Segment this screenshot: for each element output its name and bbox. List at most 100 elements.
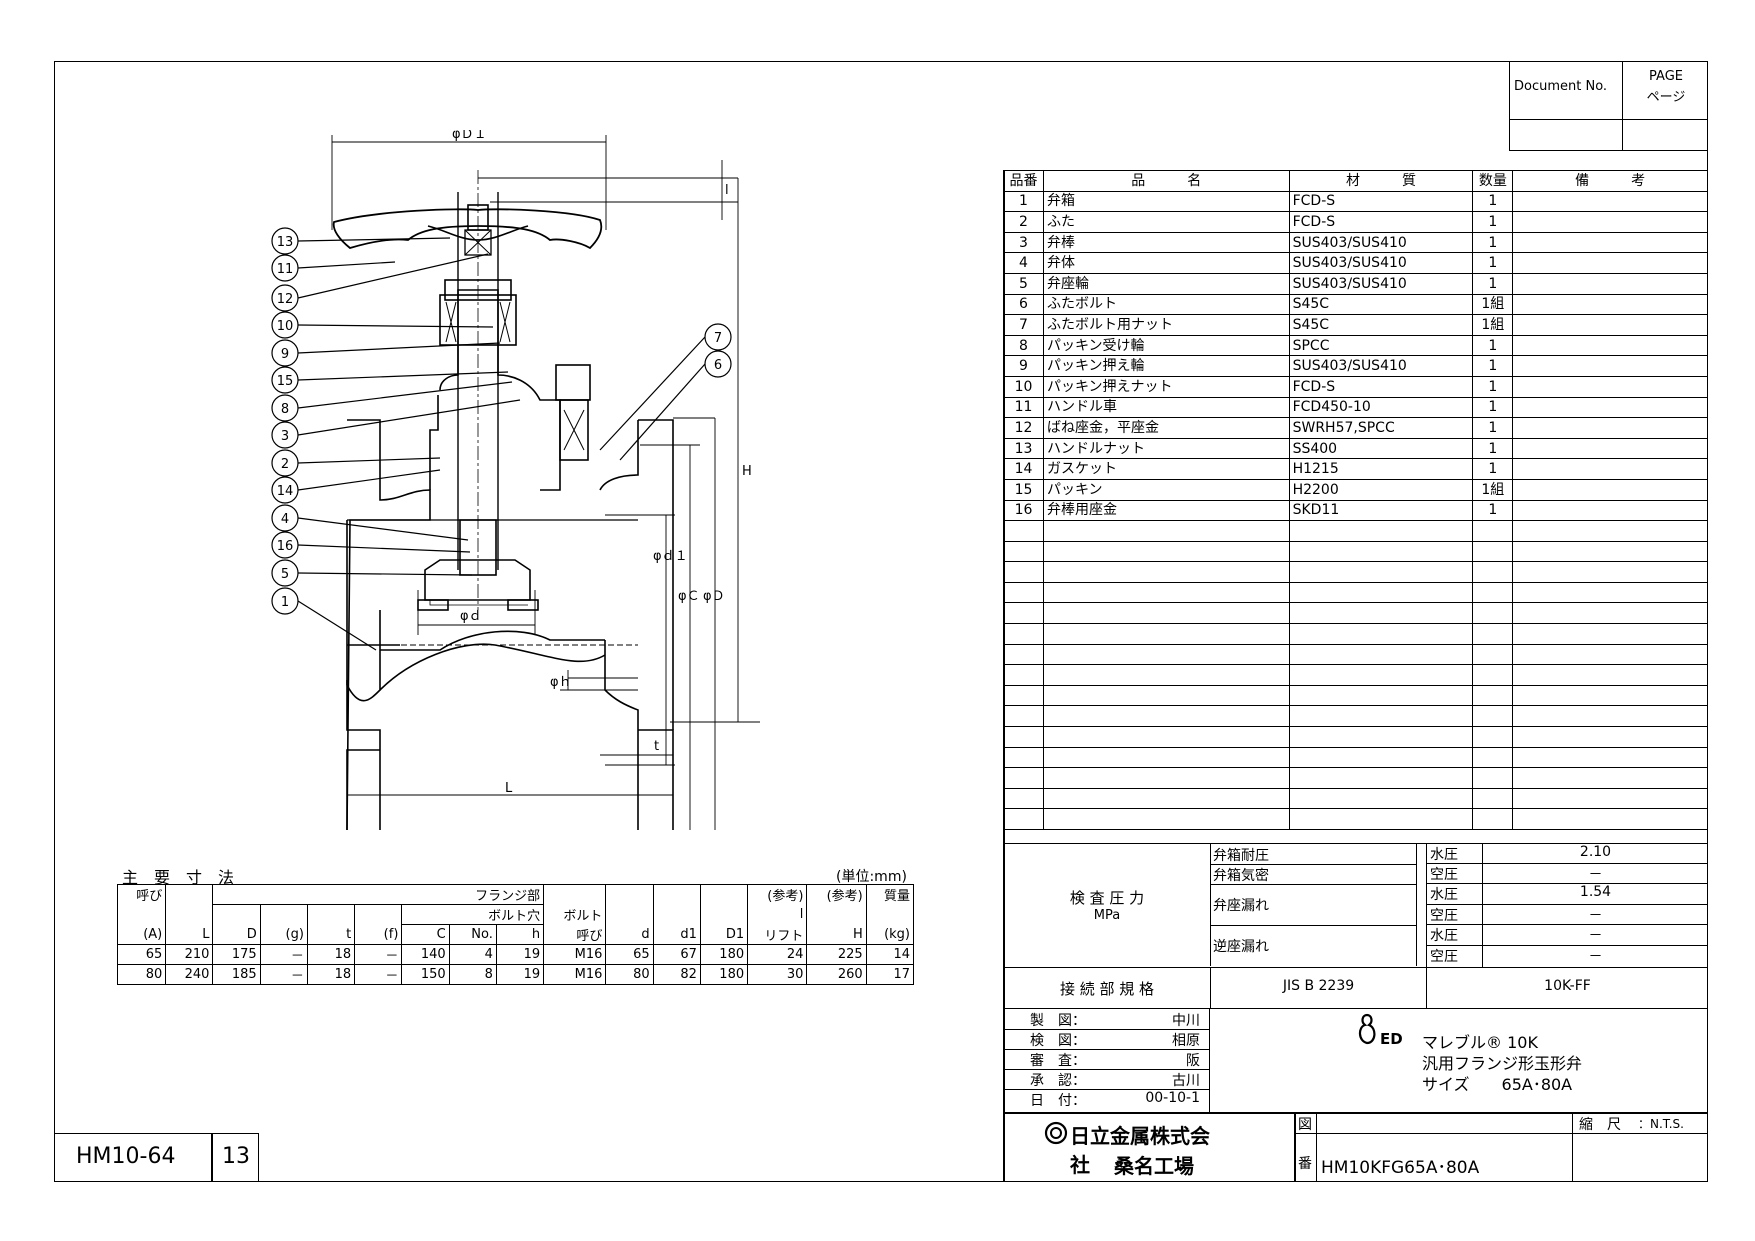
parts-header-row: 品番 品 名 材 質 数量 備 考: [1003, 170, 1708, 192]
parts-row: [1003, 581, 1708, 604]
approval-value: 00-10-1: [1145, 1090, 1200, 1106]
parts-cell-no: [1003, 787, 1044, 810]
balloon-leader: [297, 371, 509, 381]
parts-cell-no: [1003, 705, 1044, 728]
parts-cell-qty: [1472, 520, 1514, 542]
parts-cell-name: ガスケット: [1042, 458, 1290, 480]
valve-section-drawing: φＤ１ l H φｄ φｄ１ φＣ φＤ φｈ t L: [331, 130, 760, 830]
body-left-flange-outline: [346, 419, 431, 830]
parts-cell-qty: [1472, 726, 1514, 748]
parts-cell-note: [1512, 726, 1708, 748]
parts-cell-note: [1512, 643, 1708, 666]
label-phiD: φＤ: [703, 589, 725, 604]
approval-label: 検 図：: [1030, 1033, 1086, 1049]
parts-cell-material: H2200: [1288, 478, 1474, 501]
parts-cell-no: [1003, 746, 1044, 769]
balloon-circle: [271, 366, 299, 394]
parts-cell-no: [1003, 643, 1044, 666]
water-label-3: 水圧: [1430, 928, 1458, 944]
parts-cell-material: FCD450-10: [1288, 396, 1474, 419]
parts-cell-name: 弁体: [1042, 252, 1290, 274]
parts-cell-qty: 1: [1472, 252, 1514, 274]
balloon-leader: [297, 600, 377, 651]
parts-cell-qty: [1472, 787, 1514, 810]
balloon-number: 11: [277, 262, 294, 277]
dims-cell: 175: [212, 944, 261, 965]
parts-cell-no: 9: [1003, 355, 1044, 377]
balloon-circle: [271, 339, 299, 367]
product-block: ED マレブル® 10K 汎用フランジ形玉形弁 サイズ 65A･80A: [1210, 1009, 1708, 1112]
parts-cell-material: H1215: [1288, 458, 1474, 480]
label-L: L: [505, 781, 513, 796]
parts-row: [1003, 643, 1708, 666]
dims-cell: 150: [401, 964, 450, 985]
parts-row: [1003, 746, 1708, 769]
parts-cell-qty: [1472, 664, 1514, 686]
parts-cell-material: SS400: [1288, 437, 1474, 460]
balloon-circle: [704, 350, 732, 378]
back-seat-leak-label: 逆座漏れ: [1213, 939, 1269, 955]
parts-cell-material: [1288, 787, 1474, 810]
parts-cell-material: [1288, 540, 1474, 563]
scale-value: ：N.T.S.: [1638, 1117, 1684, 1131]
parts-cell-no: 14: [1003, 458, 1044, 480]
company-mark-icon: [1044, 1121, 1068, 1145]
parts-cell-no: [1003, 623, 1044, 645]
document-number-box: Document No. PAGE ページ: [1509, 61, 1708, 151]
dims-cell: －: [354, 964, 403, 985]
parts-cell-qty: [1472, 643, 1514, 666]
parts-cell-material: [1288, 767, 1474, 789]
air-label-3: 空圧: [1430, 949, 1458, 965]
parts-cell-material: [1288, 705, 1474, 728]
approval-value: 古川: [1172, 1073, 1200, 1089]
parts-cell-no: 10: [1003, 375, 1044, 398]
dims-unit: (単位:mm): [836, 869, 907, 885]
parts-cell-note: [1512, 293, 1708, 316]
parts-cell-name: [1042, 746, 1290, 769]
header-material: 材 質: [1288, 170, 1474, 192]
balloon-number: 16: [277, 539, 294, 554]
parts-cell-no: 8: [1003, 334, 1044, 357]
company-plant: 桑名工場: [1114, 1154, 1194, 1178]
parts-cell-qty: [1472, 746, 1514, 769]
dims-h-mass: 質量: [865, 884, 915, 905]
parts-cell-note: [1512, 581, 1708, 604]
footer-code-box: HM10-64 13: [54, 1133, 259, 1182]
parts-cell-qty: 1組: [1472, 478, 1514, 501]
dims-cell: 19: [495, 944, 545, 965]
balloon-number: 7: [714, 331, 722, 346]
parts-cell-no: 3: [1003, 231, 1044, 254]
parts-cell-name: 弁箱: [1042, 190, 1290, 213]
parts-cell-material: SUS403/SUS410: [1288, 272, 1474, 295]
parts-cell-name: [1042, 684, 1290, 707]
parts-cell-note: [1512, 190, 1708, 213]
parts-cell-material: SPCC: [1288, 334, 1474, 357]
balloon-leader: [297, 399, 521, 436]
parts-cell-qty: [1472, 581, 1514, 604]
parts-cell-material: [1288, 808, 1474, 830]
parts-cell-qty: [1472, 684, 1514, 707]
balloon-circle: [271, 476, 299, 504]
parts-cell-no: [1003, 540, 1044, 563]
dims-h-nominal: 呼び: [116, 884, 167, 905]
parts-cell-material: [1288, 664, 1474, 686]
product-line-2: 汎用フランジ形玉形弁: [1422, 1054, 1583, 1073]
approval-label: 製 図：: [1030, 1013, 1086, 1029]
parts-cell-name: パッキン押えナット: [1042, 375, 1290, 398]
water-label-1: 水圧: [1430, 847, 1458, 863]
parts-cell-qty: 1: [1472, 334, 1514, 357]
label-t: t: [654, 739, 659, 754]
parts-cell-note: [1512, 664, 1708, 686]
company-name: 日立金属株式会社: [1070, 1124, 1210, 1177]
water-label-2: 水圧: [1430, 887, 1458, 903]
approval-label: 審 査：: [1030, 1053, 1086, 1069]
inspection-title: 検 査 圧 力: [1069, 889, 1145, 907]
balloon-number: 5: [281, 567, 289, 582]
parts-cell-note: [1512, 417, 1708, 439]
balloon-circle: [271, 449, 299, 477]
parts-cell-qty: [1472, 602, 1514, 625]
parts-cell-qty: 1組: [1472, 314, 1514, 336]
